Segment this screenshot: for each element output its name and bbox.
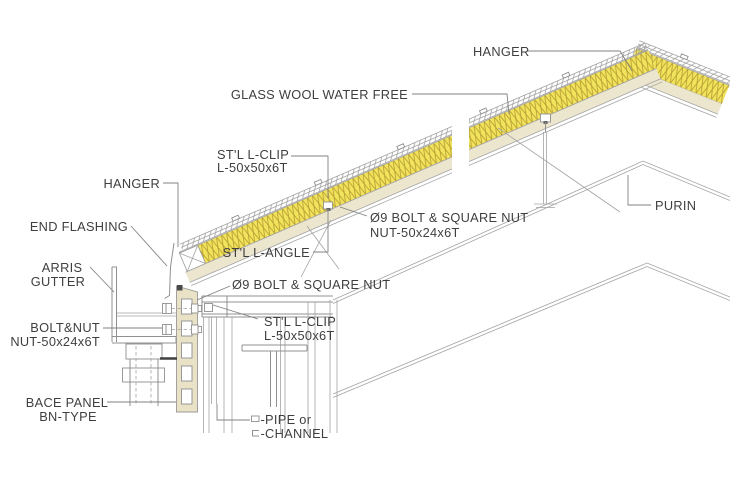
pipe-collar-lower xyxy=(122,367,165,383)
label-gutter: GUTTER xyxy=(31,274,85,289)
purlin-frame-upper xyxy=(332,160,730,304)
label-bolt-nut-upper-1: Ø9 BOLT & SQUARE NUT xyxy=(370,210,528,225)
leader-purin xyxy=(627,175,651,206)
label-arris: ARRIS xyxy=(42,260,83,275)
end-flashing-profile xyxy=(164,242,175,299)
label-bace-panel-1: BACE PANEL xyxy=(26,395,108,410)
purlin-frame-lower xyxy=(332,262,730,398)
leader-arris-gutter xyxy=(89,266,115,293)
leader-bolt-square-nut-lower xyxy=(196,285,231,301)
wall-framing-columns xyxy=(203,300,338,433)
leader-end-flashing xyxy=(130,225,168,267)
label-hanger-top: HANGER xyxy=(473,44,530,59)
section-break-gap xyxy=(452,110,469,178)
label-end-flashing: END FLASHING xyxy=(30,219,128,234)
label-pipe: -PIPE or xyxy=(261,412,312,427)
leader-stl-angle xyxy=(313,220,329,253)
label-purin: PURIN xyxy=(655,198,696,213)
leader-hanger-left xyxy=(163,182,179,247)
angle-brace-left xyxy=(300,219,332,278)
downpipe xyxy=(122,343,165,406)
hanger-assembly-upper xyxy=(497,113,621,213)
label-bolt-square-nut-lower: Ø9 BOLT & SQUARE NUT xyxy=(232,277,390,292)
arris-gutter-profile xyxy=(111,266,177,344)
panel-top-clip xyxy=(177,285,183,291)
leader-lines xyxy=(89,50,651,421)
pipe-collar-upper xyxy=(125,343,163,360)
pipe-symbol-icon xyxy=(251,415,260,422)
label-stl-clip-upper-2: L-50x50x6T xyxy=(217,160,288,175)
hanger-foot xyxy=(534,203,557,208)
panel-bolt-upper xyxy=(162,303,202,314)
annotations: HANGER GLASS WOOL WATER FREE ST'L L-CLIP… xyxy=(10,44,696,441)
label-channel: -CHANNEL xyxy=(261,426,329,441)
leader-stl-clip-lower xyxy=(212,304,259,320)
panel-bolt-lower xyxy=(162,324,202,335)
beam-l-clip xyxy=(204,303,213,312)
tee-member xyxy=(241,344,308,407)
clip-bolt-lower xyxy=(323,201,333,210)
label-bolt-nut-left-1: BOLT&NUT xyxy=(30,320,100,335)
label-stl-clip-lower-2: L-50x50x6T xyxy=(264,328,335,343)
leader-pipe-channel xyxy=(216,404,250,421)
clip-bolt-upper xyxy=(540,113,551,123)
label-bolt-nut-left-2: NUT-50x24x6T xyxy=(10,334,100,349)
hanger-rod xyxy=(543,132,547,204)
angle-brace-right xyxy=(306,225,340,270)
eave-beam xyxy=(201,295,333,318)
hanger-brace xyxy=(497,127,621,213)
leader-bolt-nut-upper xyxy=(339,206,368,217)
label-stl-angle: ST'L L-ANGLE xyxy=(223,245,310,260)
channel-symbol-icon xyxy=(252,430,259,437)
hanger-assembly-lower xyxy=(300,201,340,278)
label-bace-panel-2: BN-TYPE xyxy=(39,409,97,424)
leader-hanger-top xyxy=(528,50,633,72)
label-bolt-nut-upper-2: NUT-50x24x6T xyxy=(370,225,460,240)
label-glass-wool: GLASS WOOL WATER FREE xyxy=(231,87,408,102)
label-hanger-left: HANGER xyxy=(103,176,160,191)
leader-stl-clip-upper xyxy=(291,155,329,198)
base-panel xyxy=(176,285,198,413)
label-stl-clip-upper-1: ST'L L-CLIP xyxy=(217,147,289,162)
leader-glass-wool xyxy=(412,93,510,115)
label-stl-clip-lower-1: ST'L L-CLIP xyxy=(264,314,336,329)
